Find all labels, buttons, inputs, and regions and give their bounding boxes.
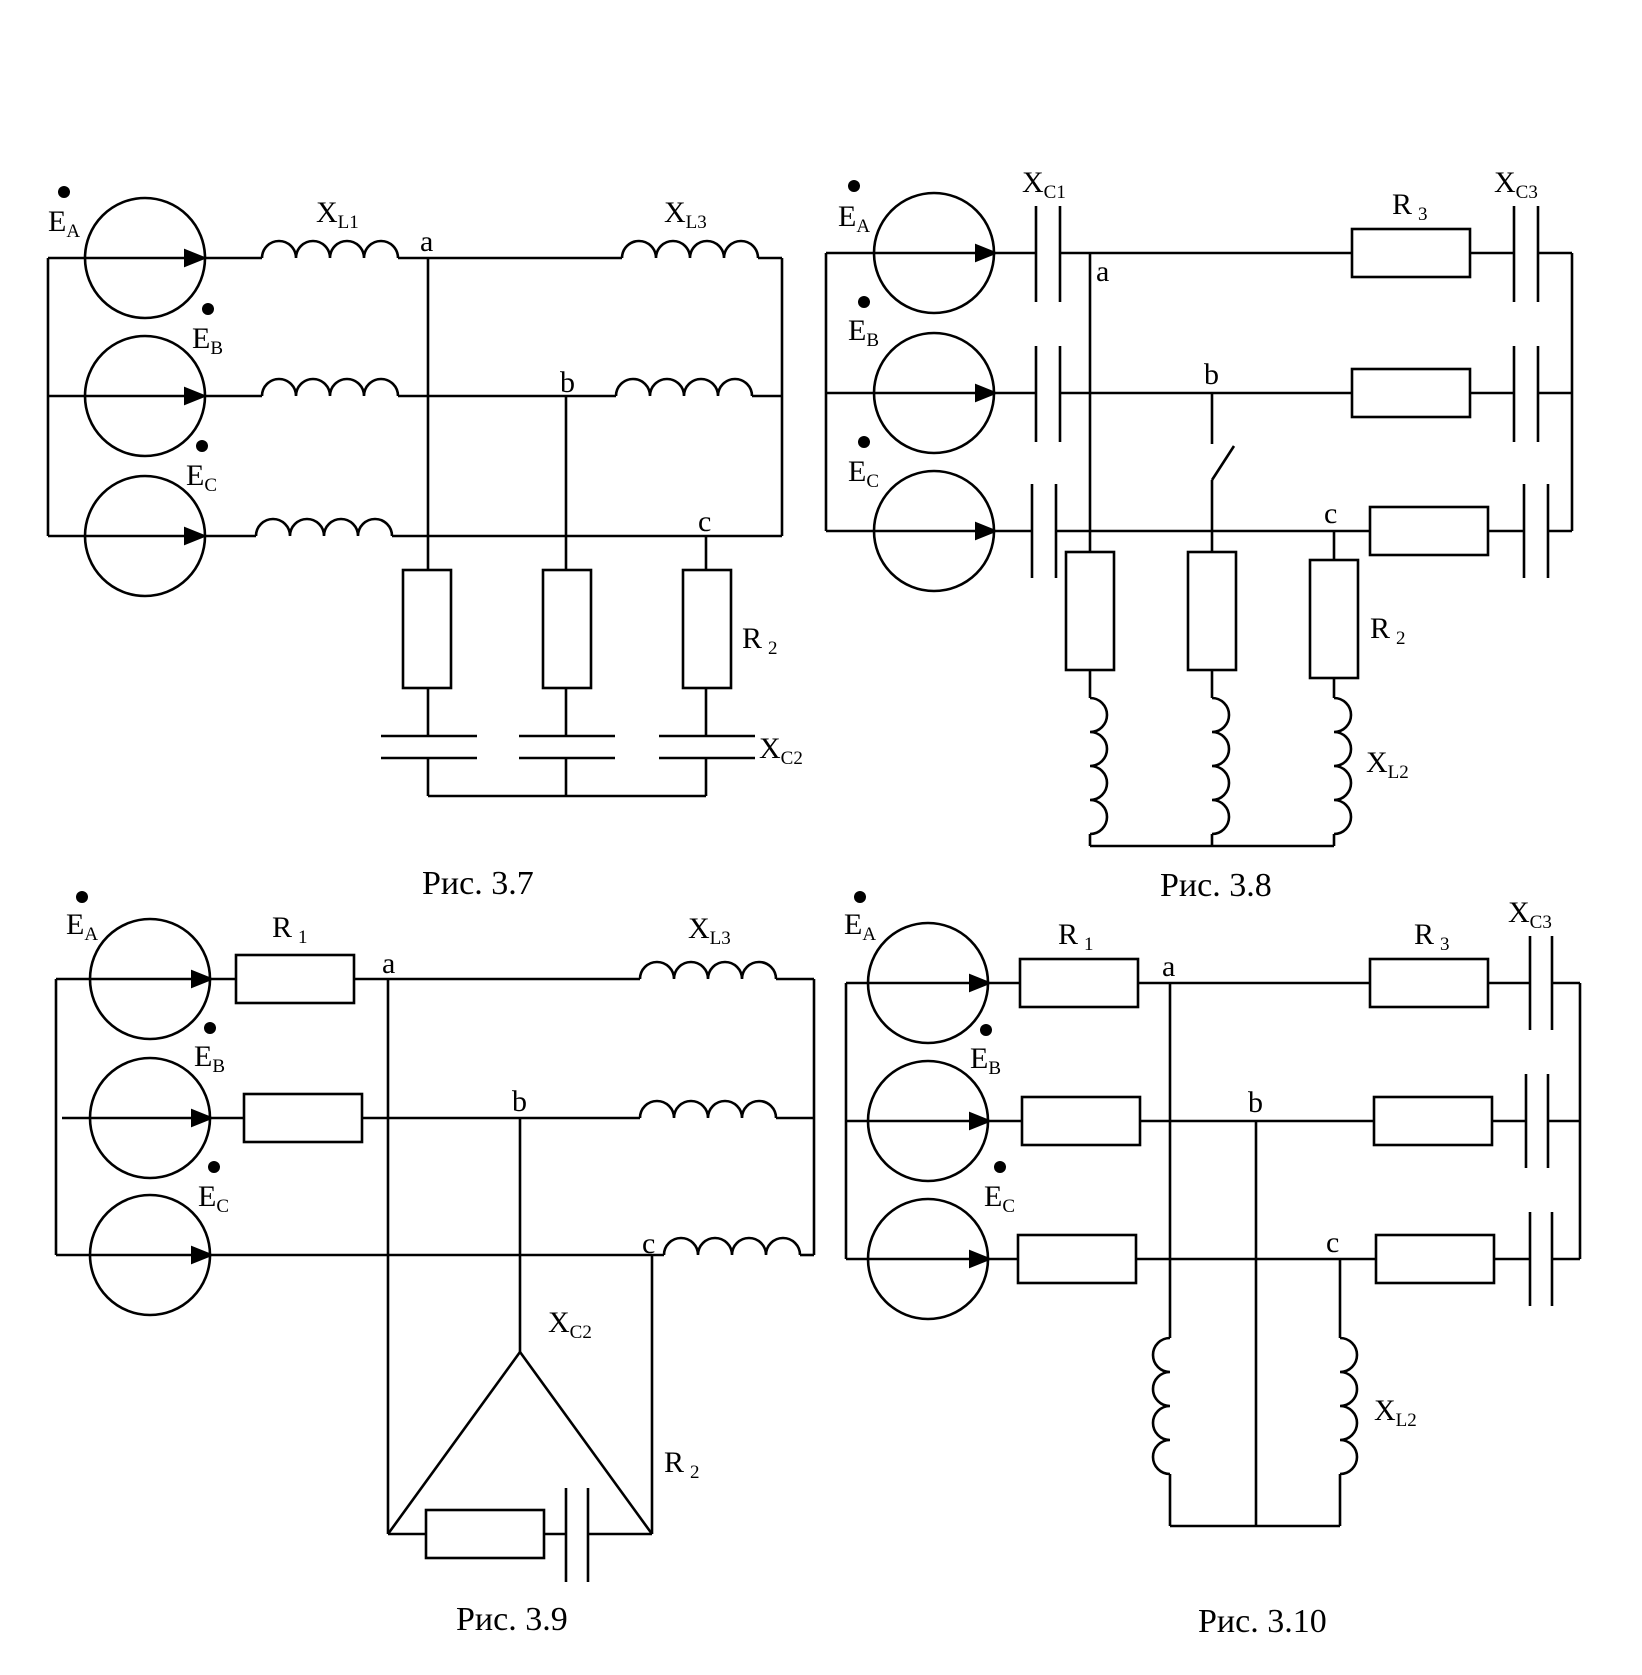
node-c: c [1326, 1226, 1339, 1259]
label-xl3: XL3 [688, 912, 731, 949]
node-a: a [1162, 950, 1175, 983]
label-ea: EA [838, 200, 870, 237]
label-xc3: XC3 [1508, 896, 1552, 933]
node-b: b [512, 1085, 527, 1118]
inductor-xl1 [260, 239, 400, 260]
label-xl1: XL1 [316, 196, 359, 233]
caption-3-8: Рис. 3.8 [1160, 867, 1272, 904]
label-xl3: XL3 [664, 196, 707, 233]
inductor-xl3 [620, 239, 760, 260]
label-xc1: XC1 [1022, 166, 1066, 203]
label-ec: EC [848, 455, 879, 492]
label-eb: EB [970, 1042, 1001, 1079]
node-a: a [382, 947, 395, 980]
node-a: a [420, 225, 433, 258]
caption-3-9: Рис. 3.9 [456, 1601, 568, 1638]
node-b: b [1248, 1086, 1263, 1119]
label-eb: EB [192, 322, 223, 359]
caption-3-7: Рис. 3.7 [422, 865, 534, 902]
node-a: a [1096, 255, 1109, 288]
label-xc3: XC3 [1494, 166, 1538, 203]
label-xl2: XL2 [1366, 746, 1409, 783]
label-ec: EC [198, 1180, 229, 1217]
label-ea: EA [844, 908, 876, 945]
node-b: b [1204, 358, 1219, 391]
label-ea: EA [66, 908, 98, 945]
label-ea: EA [48, 205, 80, 242]
caption-3-10: Рис. 3.10 [1198, 1603, 1327, 1640]
label-xc2: XC2 [548, 1306, 592, 1343]
node-c: c [1324, 497, 1337, 530]
label-ec: EC [984, 1180, 1015, 1217]
node-b: b [560, 366, 575, 399]
resistor-load-a [401, 568, 453, 690]
label-eb: EB [848, 314, 879, 351]
node-c: c [698, 505, 711, 538]
label-eb: EB [194, 1040, 225, 1077]
label-ec: EC [186, 459, 217, 496]
label-xl2: XL2 [1374, 1394, 1417, 1431]
node-c: c [642, 1227, 655, 1260]
label-xc2: XC2 [759, 732, 803, 769]
resistor-load-b [541, 568, 593, 690]
figure-3-7: EA EB EC XL1 XL3 a b c [46, 186, 803, 902]
resistor-load-c [681, 568, 733, 690]
figure-3-8: EA EB EC XC1 R [824, 166, 1574, 904]
